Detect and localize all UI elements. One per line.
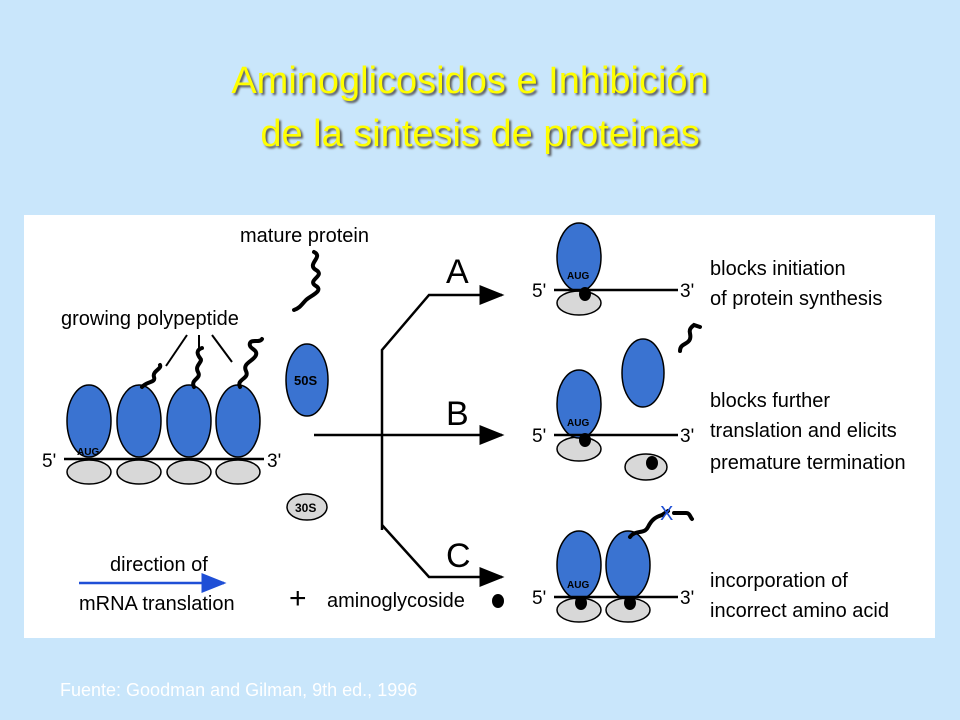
pointer-line [211, 334, 233, 363]
source-citation: Fuente: Goodman and Gilman, 9th ed., 199… [60, 680, 418, 700]
polypeptide-squiggle [140, 363, 163, 389]
large-subunit [66, 384, 112, 458]
large-subunit [556, 369, 602, 439]
slide-title-line1: Aminoglicosidos e Inhibición [231, 60, 709, 102]
small-subunit [556, 436, 602, 462]
aug-label: AUG [77, 447, 99, 458]
five-prime-label: 5' [42, 451, 56, 472]
label-a: A [446, 253, 469, 291]
released-peptide-squiggle [678, 322, 702, 353]
large-subunit [215, 384, 261, 458]
five-prime-label: 5' [532, 588, 546, 609]
mature-protein-label: mature protein [240, 225, 369, 247]
diagram-panel: mature protein growing polypeptide 5' 3'… [24, 215, 935, 638]
outcome-a-line2: of protein synthesis [710, 288, 882, 310]
subunit-30s-label: 30S [295, 501, 316, 515]
growing-polypeptide-label: growing polypeptide [61, 308, 239, 330]
outcome-a-line1: blocks initiation [710, 258, 846, 280]
outcome-b-line1: blocks further [710, 390, 830, 412]
polypeptide-squiggle [237, 337, 264, 389]
aminoglycoside-dot [579, 433, 591, 447]
small-subunit [116, 459, 162, 485]
aug-label: AUG [567, 271, 589, 282]
outcome-b-line2: translation and elicits [710, 420, 897, 442]
released-small-subunit [624, 453, 668, 481]
polypeptide-squiggle [191, 346, 204, 389]
branch-arrow-c [381, 524, 505, 587]
large-subunit [116, 384, 162, 458]
three-prime-label: 3' [267, 451, 281, 472]
aminoglycoside-dot [646, 456, 658, 470]
three-prime-label: 3' [680, 281, 694, 302]
diagram-svg: mature protein growing polypeptide 5' 3'… [42, 222, 906, 623]
incorrect-peptide-squiggle [628, 509, 670, 539]
aminoglycoside-label: aminoglycoside [327, 590, 465, 612]
outcome-b-line3: premature termination [710, 452, 906, 474]
released-large-subunit [621, 338, 665, 408]
label-b: B [446, 395, 469, 433]
five-prime-label: 5' [532, 426, 546, 447]
outcome-c-line1: incorporation of [710, 570, 848, 592]
five-prime-label: 5' [532, 281, 546, 302]
three-prime-label: 3' [680, 426, 694, 447]
direction-label-line2: mRNA translation [79, 593, 235, 615]
subunit-50s-label: 50S [294, 373, 317, 388]
direction-label-line1: direction of [110, 554, 208, 576]
label-c: C [446, 537, 471, 575]
aminoglycoside-dot [575, 596, 587, 610]
free-50s-subunit [285, 343, 329, 417]
small-subunit [166, 459, 212, 485]
small-subunit [66, 459, 112, 485]
aug-label: AUG [567, 580, 589, 591]
aminoglycoside-dot [492, 594, 504, 608]
small-subunit [215, 459, 261, 485]
incorrect-amino-acid-mark: X [660, 503, 673, 525]
incorrect-peptide-tail [672, 511, 694, 521]
aminoglycoside-dot [579, 287, 591, 301]
plus-sign: + [289, 582, 307, 615]
outcome-c-line2: incorrect amino acid [710, 600, 889, 622]
three-prime-label: 3' [680, 588, 694, 609]
pointer-line [165, 334, 188, 367]
aminoglycoside-dot [624, 596, 636, 610]
slide-title-line2: de la sintesis de proteinas [260, 113, 700, 155]
free-30s-subunit [286, 493, 328, 521]
large-subunit [605, 530, 651, 600]
branch-arrow-a [380, 285, 505, 530]
mature-protein-squiggle [292, 250, 321, 312]
large-subunit [166, 384, 212, 458]
small-subunit [556, 290, 602, 316]
aug-label: AUG [567, 418, 589, 429]
